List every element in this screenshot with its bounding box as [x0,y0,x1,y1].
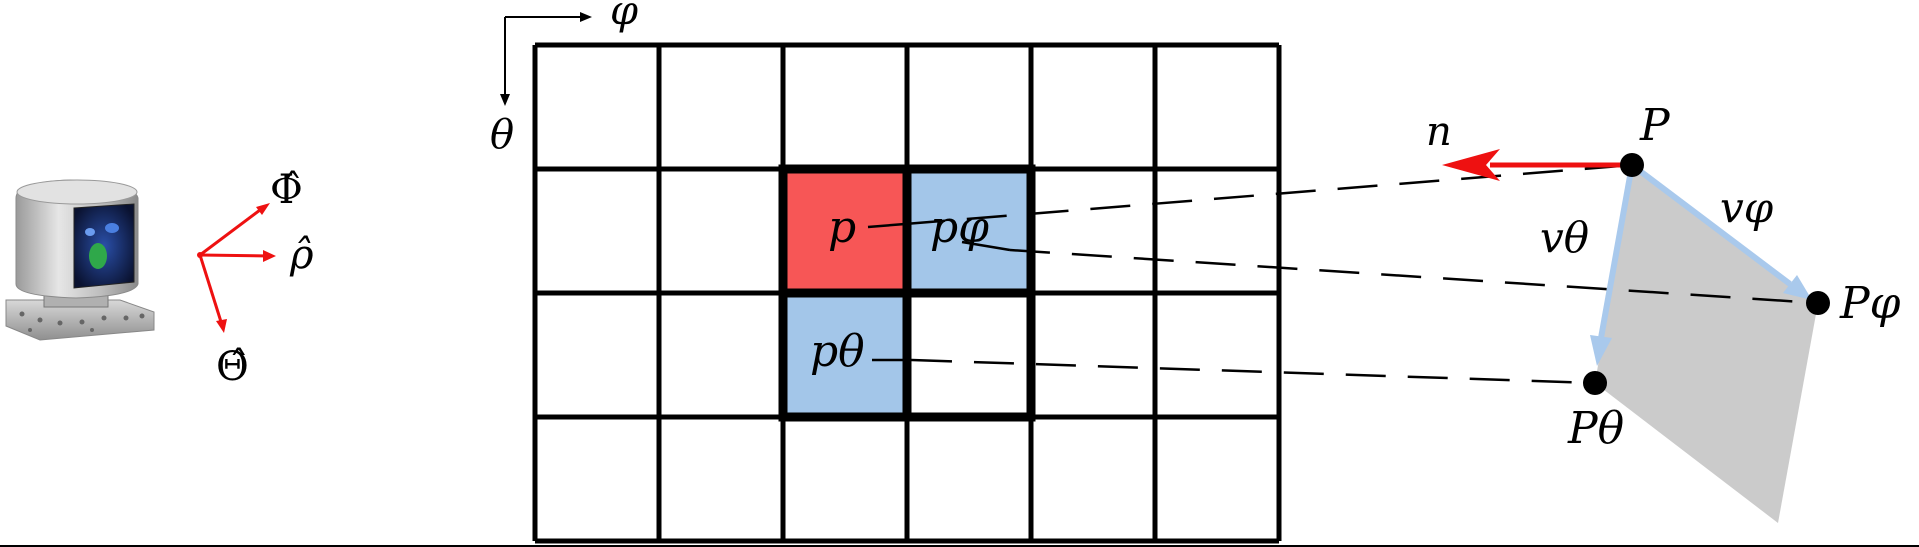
point-p-phi-label: Pφ [1839,278,1901,329]
cell-p-phi [907,169,1031,293]
cell-p [783,169,907,293]
normal-label: n [1426,109,1452,155]
cell-p-theta [783,293,907,417]
grid-axis-indicator [500,12,592,106]
phi-axis-label: φ [610,0,638,34]
projection-lines [867,163,1819,385]
cell-p-theta-label: pθ [810,326,865,377]
vector-phi-label: vφ [1720,183,1774,232]
tangent-vector-theta [1590,164,1635,366]
cell-p-label: p [828,202,856,253]
point-p-label: P [1639,100,1671,151]
point-p-phi [1806,291,1830,315]
normal-vector [1442,149,1632,181]
point-p-theta [1583,371,1607,395]
phi-hat-label: Φ̂ [270,167,303,213]
tangent-plane [1595,165,1818,523]
tangent-vector-phi [1630,162,1812,300]
theta-hat-label: Θ̂ [216,344,249,390]
vector-theta-label: vθ [1540,213,1589,262]
sensor-axes [197,203,276,333]
theta-axis-label: θ [490,112,514,158]
range-image-grid [532,42,1282,544]
lidar-sensor-image [5,179,155,341]
point-p [1620,153,1644,177]
point-p-theta-label: Pθ [1567,403,1624,454]
rho-hat-label: ρ̂ [289,232,314,278]
